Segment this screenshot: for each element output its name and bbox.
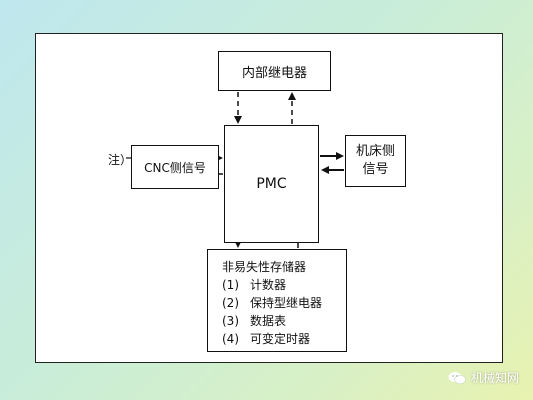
diagram-canvas: 注） 内部继电器 CNC侧信号 PMC 机床侧 信号 非易失性存储器 (1) 计数… — [35, 33, 503, 363]
note-label: 注） — [108, 153, 133, 167]
memory-item-text: 数据表 — [250, 314, 287, 328]
memory-item-text: 保持型继电器 — [250, 296, 323, 310]
watermark-text: 机械知网 — [470, 371, 519, 385]
cnc-side-label: CNC侧信号 — [144, 160, 206, 175]
pmc-box: PMC — [224, 125, 319, 243]
inner-relay-box: 内部继电器 — [218, 51, 331, 91]
memory-item-number: (3) — [222, 314, 239, 328]
memory-item-text: 计数器 — [250, 278, 287, 292]
watermark: 机械知网 — [448, 369, 519, 386]
memory-title: 非易失性存储器 — [222, 260, 307, 274]
memory-item-text: 可变定时器 — [250, 332, 311, 346]
inner-relay-label: 内部继电器 — [241, 65, 307, 81]
memory-item: (2) 保持型继电器 — [222, 294, 346, 312]
machine-side-label-line2: 信号 — [362, 162, 389, 177]
cnc-side-box: CNC侧信号 — [131, 145, 219, 189]
wechat-icon — [448, 371, 466, 384]
machine-side-box: 机床侧 信号 — [345, 135, 406, 187]
memory-item-number: (1) — [222, 278, 239, 292]
memory-item: (3) 数据表 — [222, 312, 346, 330]
memory-item-number: (2) — [222, 296, 239, 310]
memory-item-number: (4) — [222, 332, 239, 346]
memory-item: (1) 计数器 — [222, 276, 346, 294]
memory-item: (4) 可变定时器 — [222, 330, 346, 348]
pmc-label: PMC — [256, 176, 287, 192]
machine-side-label-line1: 机床侧 — [355, 144, 395, 159]
memory-box: 非易失性存储器 (1) 计数器 (2) 保持型继电器 (3) 数据表 (4) 可变定时器 — [207, 249, 347, 352]
